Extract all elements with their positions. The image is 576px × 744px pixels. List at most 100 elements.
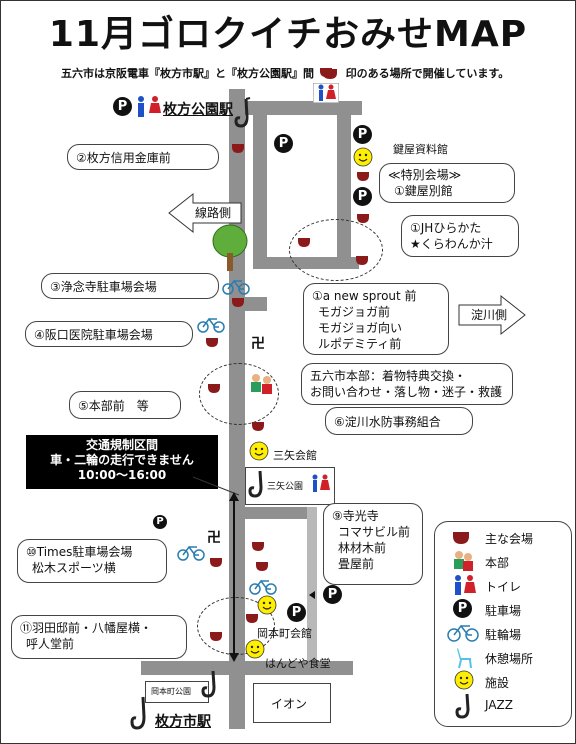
traffic-line2: 車・二輪の走行できません <box>50 453 194 467</box>
legend-toilet-label: トイレ <box>485 580 522 594</box>
subtitle-post: 印のある場所で開催しています。 <box>345 67 510 80</box>
venue-icon <box>208 384 220 393</box>
legend-jazz-label: JAZZ <box>485 698 513 712</box>
restricted-section-arrow <box>229 492 239 662</box>
aeon-building <box>253 683 331 723</box>
bubble-special: ≪特別会場≫ ①鍵屋別館 <box>379 163 515 203</box>
direction-left-label: 線路側 <box>195 206 232 220</box>
bicycle-icon <box>197 317 225 333</box>
legend: 主な会場 本部 トイレ P 駐車場 駐輪場 休憩場所 施設 JAZZ <box>434 521 572 727</box>
bubble-special-line: ≪特別会場≫ <box>388 168 462 182</box>
bubble-2: ②枚方信用金庫前 <box>67 144 219 170</box>
venue-icon <box>210 632 222 641</box>
kagiya-label: 鍵屋資料館 <box>393 143 448 156</box>
sanya-label: 三矢会館 <box>273 449 317 462</box>
venue-icon <box>252 422 264 431</box>
subtitle: 五六市は京阪電車『枚方市駅』と『枚方公園駅』間 印のある場所で開催しています。 <box>61 65 509 81</box>
page-title: 11月ゴロクイチおみせMAP <box>48 14 528 55</box>
venue-icon <box>453 532 469 544</box>
traffic-line1: 交通規制区間 <box>85 438 158 452</box>
bottom-crossroad <box>141 661 353 675</box>
bubble-11-line: ⑪羽田邸前・八幡屋横・ <box>20 621 153 635</box>
legend-toilet: トイレ <box>435 574 571 596</box>
parking-icon: P <box>153 515 167 529</box>
zone-sprout <box>289 219 383 281</box>
bubble-10: ⑩Times駐車場会場 松木スポーツ横 <box>17 539 167 583</box>
bubble-11: ⑪羽田邸前・八幡屋横・ 呼人堂前 <box>11 615 187 659</box>
traffic-pointer <box>192 476 240 496</box>
bubble-hq: 五六市本部：着物特典交換・ お問い合わせ・落し物・迷子・救護 <box>301 363 513 405</box>
bubble-hq-line: お問い合わせ・落し物・迷子・救護 <box>310 385 503 399</box>
toilet-icon <box>312 474 330 492</box>
temple-icon: 卍 <box>207 530 221 546</box>
legend-parking: P 駐車場 <box>435 598 571 620</box>
temple-icon: 卍 <box>251 336 265 352</box>
venue-icon <box>356 256 368 265</box>
legend-venue-label: 主な会場 <box>485 532 534 546</box>
legend-facility-label: 施設 <box>485 676 510 690</box>
bubble-10-line: 松木スポーツ横 <box>32 561 116 575</box>
venue-icon <box>357 214 369 223</box>
venue-icon <box>256 562 268 571</box>
bubble-sprout-line: ルポデミティ前 <box>318 337 402 351</box>
bubble-5: ⑤本部前 等 <box>69 391 181 419</box>
parking-icon: P <box>353 125 372 144</box>
venue-icon <box>246 614 258 623</box>
bubble-sprout-line: モガジョガ前 <box>318 305 391 319</box>
smile-icon <box>257 595 277 615</box>
hq-icon <box>251 374 272 394</box>
parking-icon: P <box>353 187 372 206</box>
legend-jazz: JAZZ <box>435 693 571 719</box>
legend-rest: 休憩場所 <box>435 646 571 669</box>
bubble-9-line: 畳屋前 <box>338 557 375 571</box>
legend-parking-label: 駐車場 <box>485 604 522 618</box>
side-lane <box>307 507 317 667</box>
station-top: 枚方公園駅 <box>163 102 233 118</box>
parking-icon: P <box>287 603 306 622</box>
okamoto-label: 岡本町会館 <box>257 627 312 640</box>
sax-icon <box>248 470 263 498</box>
legend-hq: 本部 <box>435 550 571 572</box>
aeon-label: イオン <box>271 697 308 711</box>
bubble-9-line: ⑨寺光寺 <box>332 509 379 523</box>
sax-icon <box>234 97 251 128</box>
toilet-icon <box>455 575 476 595</box>
sax-icon <box>201 670 216 698</box>
smile-icon <box>454 670 474 690</box>
parking-icon: P <box>274 134 293 153</box>
venue-icon <box>210 558 222 567</box>
bubble-hq-line: 五六市本部：着物特典交換・ <box>310 369 467 383</box>
venue-icon <box>357 172 369 181</box>
bubble-9-line: 林材木前 <box>338 541 387 555</box>
bubble-3: ③浄念寺駐車場会場 <box>41 273 219 299</box>
okamoto-park-box <box>145 681 209 703</box>
bubble-sprout-line: ①a new sprout 前 <box>312 289 417 303</box>
toilet-icon <box>138 96 161 117</box>
bubble-6: ⑥淀川水防事務組合 <box>325 407 473 435</box>
bubble-1: ①JHひらかた ★くらわんか汁 <box>401 215 519 257</box>
sax-icon <box>455 693 470 719</box>
bubble-1-line: ★くらわんか汁 <box>410 237 493 251</box>
bubble-4: ④阪口医院駐車場会場 <box>25 321 193 347</box>
hq-icon <box>454 551 473 571</box>
venue-icon <box>232 298 244 307</box>
bicycle-icon <box>249 579 277 595</box>
traffic-line3: 10:00〜16:00 <box>77 468 167 482</box>
legend-bicycle-label: 駐輪場 <box>485 628 522 642</box>
bubble-9-line: コマサビル前 <box>338 525 411 539</box>
venue-icon <box>252 542 264 551</box>
okamoto-park-label: 岡本町公園 <box>151 687 191 696</box>
bubble-1-line: ①JHひらかた <box>410 221 482 235</box>
bubble-special-line: ①鍵屋別館 <box>394 184 453 198</box>
handoya-label: はんどや食堂 <box>265 657 331 670</box>
left-arrow <box>168 192 242 234</box>
traffic-notice: 交通規制区間 車・二輪の走行できません 10:00〜16:00 <box>26 435 218 489</box>
sanya-park-label: 三矢公園 <box>267 482 304 492</box>
direction-right-label: 淀川側 <box>471 308 508 322</box>
upper-middle-street <box>253 101 267 269</box>
bubble-9: ⑨寺光寺 コマサビル前 林材木前 畳屋前 <box>323 503 423 585</box>
mid-right-street <box>245 507 317 519</box>
parking-icon: P <box>323 585 342 604</box>
venue-icon <box>320 68 332 77</box>
